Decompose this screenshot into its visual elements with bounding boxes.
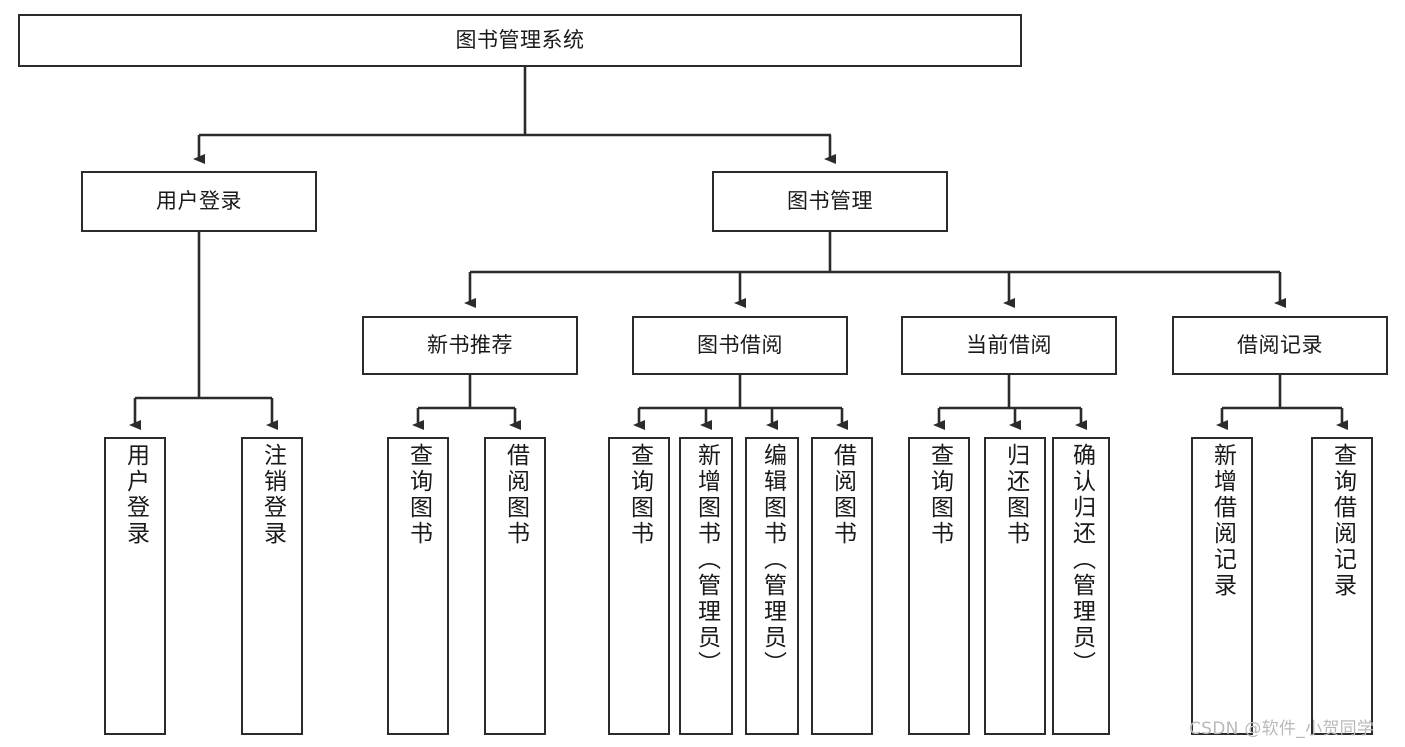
node-label: 新增借阅记录	[1209, 443, 1236, 599]
node-leaf-return-book[interactable]: 归还图书	[984, 437, 1046, 735]
node-leaf-user-login[interactable]: 用户登录	[104, 437, 166, 735]
node-label: 注销登录	[259, 443, 286, 547]
node-current-borrow[interactable]: 当前借阅	[901, 316, 1117, 375]
node-label: 当前借阅	[966, 333, 1052, 358]
node-label: 查询图书	[926, 443, 953, 547]
node-user-login[interactable]: 用户登录	[81, 171, 317, 232]
node-leaf-query-book-2[interactable]: 查询图书	[608, 437, 670, 735]
node-leaf-confirm-return[interactable]: 确认归还（管理员）	[1052, 437, 1110, 735]
node-book-manage[interactable]: 图书管理	[712, 171, 948, 232]
node-leaf-add-book[interactable]: 新增图书（管理员）	[679, 437, 733, 735]
node-label: 新书推荐	[427, 333, 513, 358]
node-label: 归还图书	[1002, 443, 1029, 547]
node-label: 确认归还（管理员）	[1068, 443, 1095, 677]
node-leaf-borrow-book-1[interactable]: 借阅图书	[484, 437, 546, 735]
node-label: 图书管理	[787, 189, 873, 214]
node-label: 借阅图书	[502, 443, 529, 547]
node-label: 查询图书	[405, 443, 432, 547]
node-label: 图书借阅	[697, 333, 783, 358]
node-leaf-edit-book[interactable]: 编辑图书（管理员）	[745, 437, 799, 735]
node-book-borrow[interactable]: 图书借阅	[632, 316, 848, 375]
node-label: 编辑图书（管理员）	[759, 443, 786, 677]
node-leaf-logout[interactable]: 注销登录	[241, 437, 303, 735]
node-label: 借阅图书	[829, 443, 856, 547]
node-borrow-record[interactable]: 借阅记录	[1172, 316, 1388, 375]
node-root-system[interactable]: 图书管理系统	[18, 14, 1022, 67]
node-label: 查询图书	[626, 443, 653, 547]
node-leaf-query-book-3[interactable]: 查询图书	[908, 437, 970, 735]
node-label: 新增图书（管理员）	[693, 443, 720, 677]
node-leaf-query-book-1[interactable]: 查询图书	[387, 437, 449, 735]
node-new-book-recommend[interactable]: 新书推荐	[362, 316, 578, 375]
node-label: 用户登录	[156, 189, 242, 214]
csdn-watermark: CSDN @软件_小贺同学	[1189, 719, 1375, 739]
node-leaf-query-record[interactable]: 查询借阅记录	[1311, 437, 1373, 735]
node-leaf-add-record[interactable]: 新增借阅记录	[1191, 437, 1253, 735]
node-label: 借阅记录	[1237, 333, 1323, 358]
node-label: 查询借阅记录	[1329, 443, 1356, 599]
node-label: 用户登录	[122, 443, 149, 547]
node-leaf-borrow-book-2[interactable]: 借阅图书	[811, 437, 873, 735]
node-label: 图书管理系统	[455, 28, 585, 53]
